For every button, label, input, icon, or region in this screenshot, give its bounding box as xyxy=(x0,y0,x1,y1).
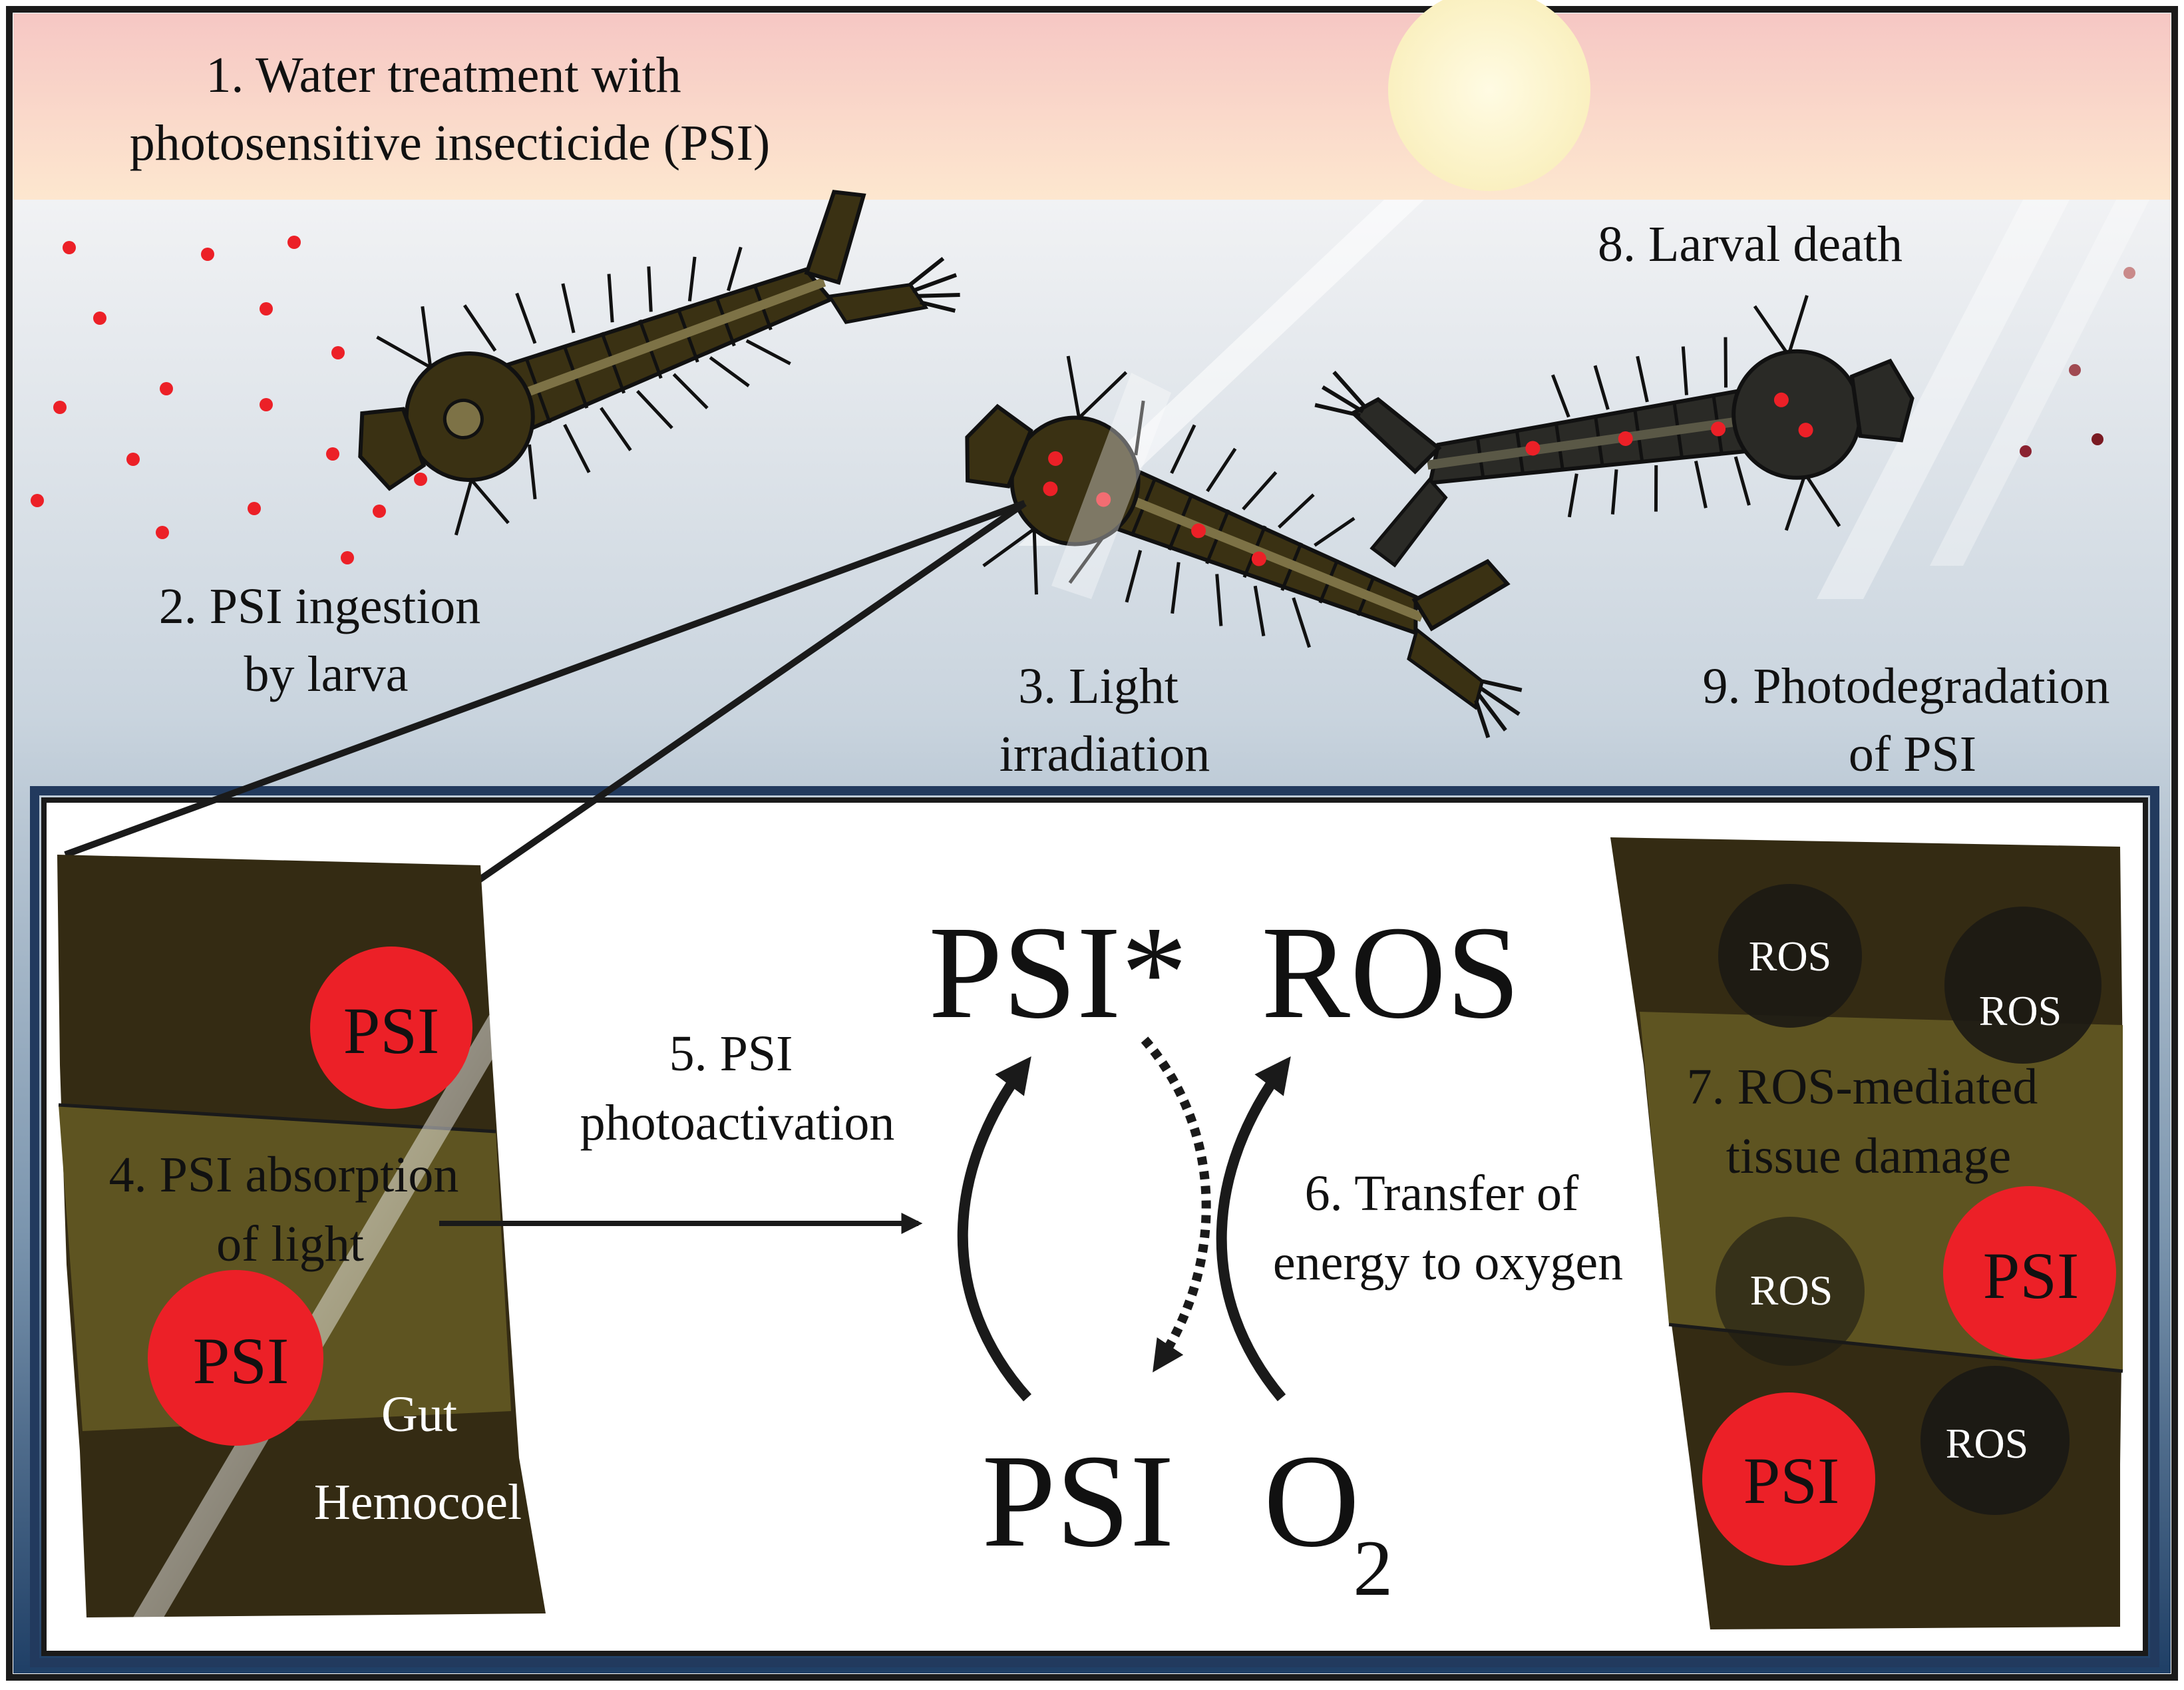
step4-label: 4. PSI absorption of light xyxy=(109,1147,472,1272)
ros-molecule-label: ROS xyxy=(1979,987,2062,1034)
step9-label: 9. Photodegradation of PSI xyxy=(1702,658,2122,782)
oxygen-subscript: 2 xyxy=(1353,1524,1393,1612)
psi-molecule-circle xyxy=(1943,1186,2116,1359)
free-psi-dots xyxy=(31,236,427,564)
psi-star-label: PSI* xyxy=(928,899,1187,1046)
ros-product-label: ROS xyxy=(1261,899,1520,1046)
ros-molecule-label: ROS xyxy=(1946,1420,2029,1467)
ros-molecule-circle xyxy=(1716,1217,1865,1366)
zoom-lines xyxy=(64,500,1027,883)
ros-molecule-label: ROS xyxy=(1749,933,1832,980)
oxygen-label: O2 xyxy=(1264,1428,1393,1612)
energy-transfer-arrow xyxy=(1141,1036,1211,1373)
hemocoel-label: Hemocoel xyxy=(314,1474,522,1530)
psi-molecule-label: PSI xyxy=(193,1324,289,1398)
psi-molecule-circle xyxy=(1702,1392,1875,1566)
psi-ground-label: PSI xyxy=(982,1428,1174,1575)
ros-formation-arrow xyxy=(1216,1056,1291,1402)
irradiation-beam xyxy=(1051,373,1171,599)
ros-molecule-circle xyxy=(1944,907,2101,1064)
step2-label: 2. PSI ingestion by larva xyxy=(159,578,494,702)
step5-label: 5. PSI photoactivation xyxy=(580,1026,895,1151)
photoactivation-arrow xyxy=(957,1056,1031,1402)
larva-irradiated xyxy=(965,355,1523,739)
step3-label: 3. Light irradiation xyxy=(1000,658,1210,782)
step1-label: 1. Water treatment with photosensitive i… xyxy=(130,47,771,171)
psi-molecule-label: PSI xyxy=(1983,1239,2080,1313)
degrading-psi-dots xyxy=(2020,267,2135,457)
inner-frame-blue xyxy=(30,786,2159,1667)
psi-molecule-circle xyxy=(310,947,472,1109)
ros-molecule-circle xyxy=(1920,1366,2070,1515)
sun-icon xyxy=(1388,0,1590,191)
larva-ingesting xyxy=(358,190,960,536)
ros-molecule-label: ROS xyxy=(1750,1267,1833,1314)
larva-dead xyxy=(1314,295,1914,568)
step6-label: 6. Transfer of energy to oxygen xyxy=(1273,1165,1623,1291)
step7-label: 7. ROS-mediated tissue damage xyxy=(1687,1059,2051,1184)
psi-molecule-circle xyxy=(148,1270,323,1446)
psi-molecule-label: PSI xyxy=(343,994,440,1068)
psi-molecule-label: PSI xyxy=(1743,1444,1840,1518)
ros-molecule-circle xyxy=(1718,884,1862,1028)
gut-label: Gut xyxy=(381,1386,457,1442)
sky-band xyxy=(13,13,2171,200)
tissue-light-beam xyxy=(133,1015,512,1624)
step8-label: 8. Larval death xyxy=(1598,216,1903,272)
oxygen-base: O xyxy=(1264,1428,1360,1575)
